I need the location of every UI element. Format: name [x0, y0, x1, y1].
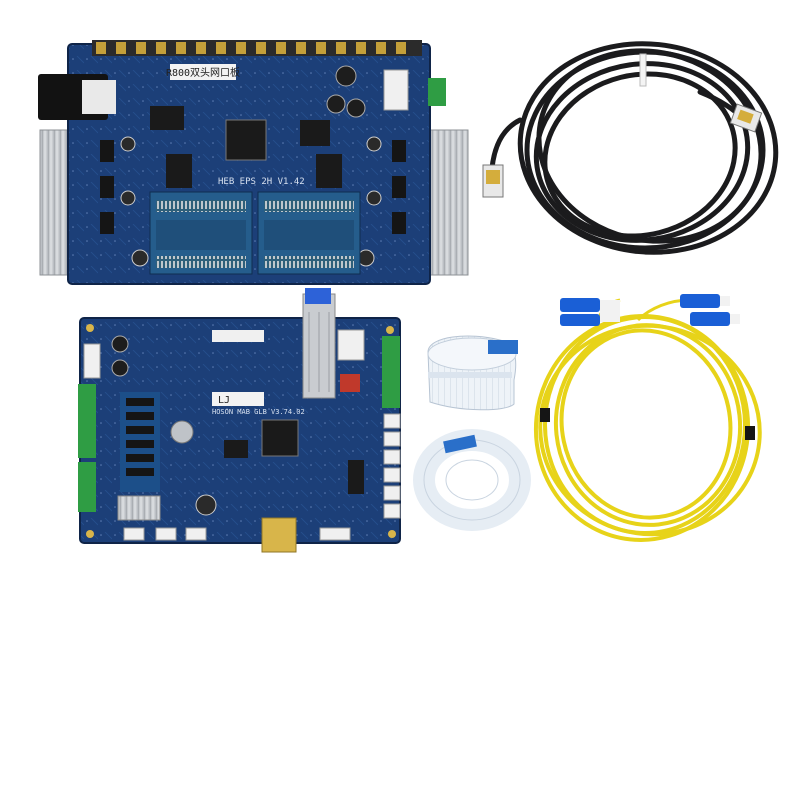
head-main-chip: [225, 119, 267, 161]
head-capacitors: [120, 65, 382, 267]
head-connector-right: [257, 191, 361, 275]
cable-tie: [639, 53, 647, 87]
fiber-lc-connector: [560, 298, 620, 326]
head-connector-left: [149, 191, 253, 275]
head-top-connectors: [92, 40, 422, 56]
network-cable: [489, 41, 779, 255]
head-mosfets: [100, 140, 406, 234]
fiber-ties: [540, 408, 755, 440]
head-sticker: [170, 64, 236, 80]
main-rj45-jack: [261, 517, 297, 553]
sfp-module: [302, 288, 336, 399]
head-silk-model: HEB EPS 2H V1.42: [218, 177, 305, 187]
head-sticker-text: R800双头网口板: [166, 66, 240, 79]
main-green-terminals: [78, 384, 96, 512]
head-board: R800双头网口板 HEB EPS 2H V1.42: [38, 40, 469, 285]
fiber-cable: [533, 298, 762, 542]
main-board: LJ HOSON MAB GLB V3.74.02: [78, 288, 401, 553]
rj45-plug-left: [482, 164, 504, 198]
main-sticker-text: LJ: [218, 395, 230, 406]
head-green-terminal: [428, 78, 446, 106]
main-sticker: [212, 392, 264, 406]
main-fpga-chip: [261, 419, 299, 457]
main-silk-model: HOSON MAB GLB V3.74.02: [212, 408, 305, 416]
fiber-sc-connector: [680, 294, 740, 326]
ffc-roll-top: [427, 335, 518, 411]
ffc-roll-bottom: [413, 429, 531, 531]
rj45-plug-right: [729, 103, 763, 133]
